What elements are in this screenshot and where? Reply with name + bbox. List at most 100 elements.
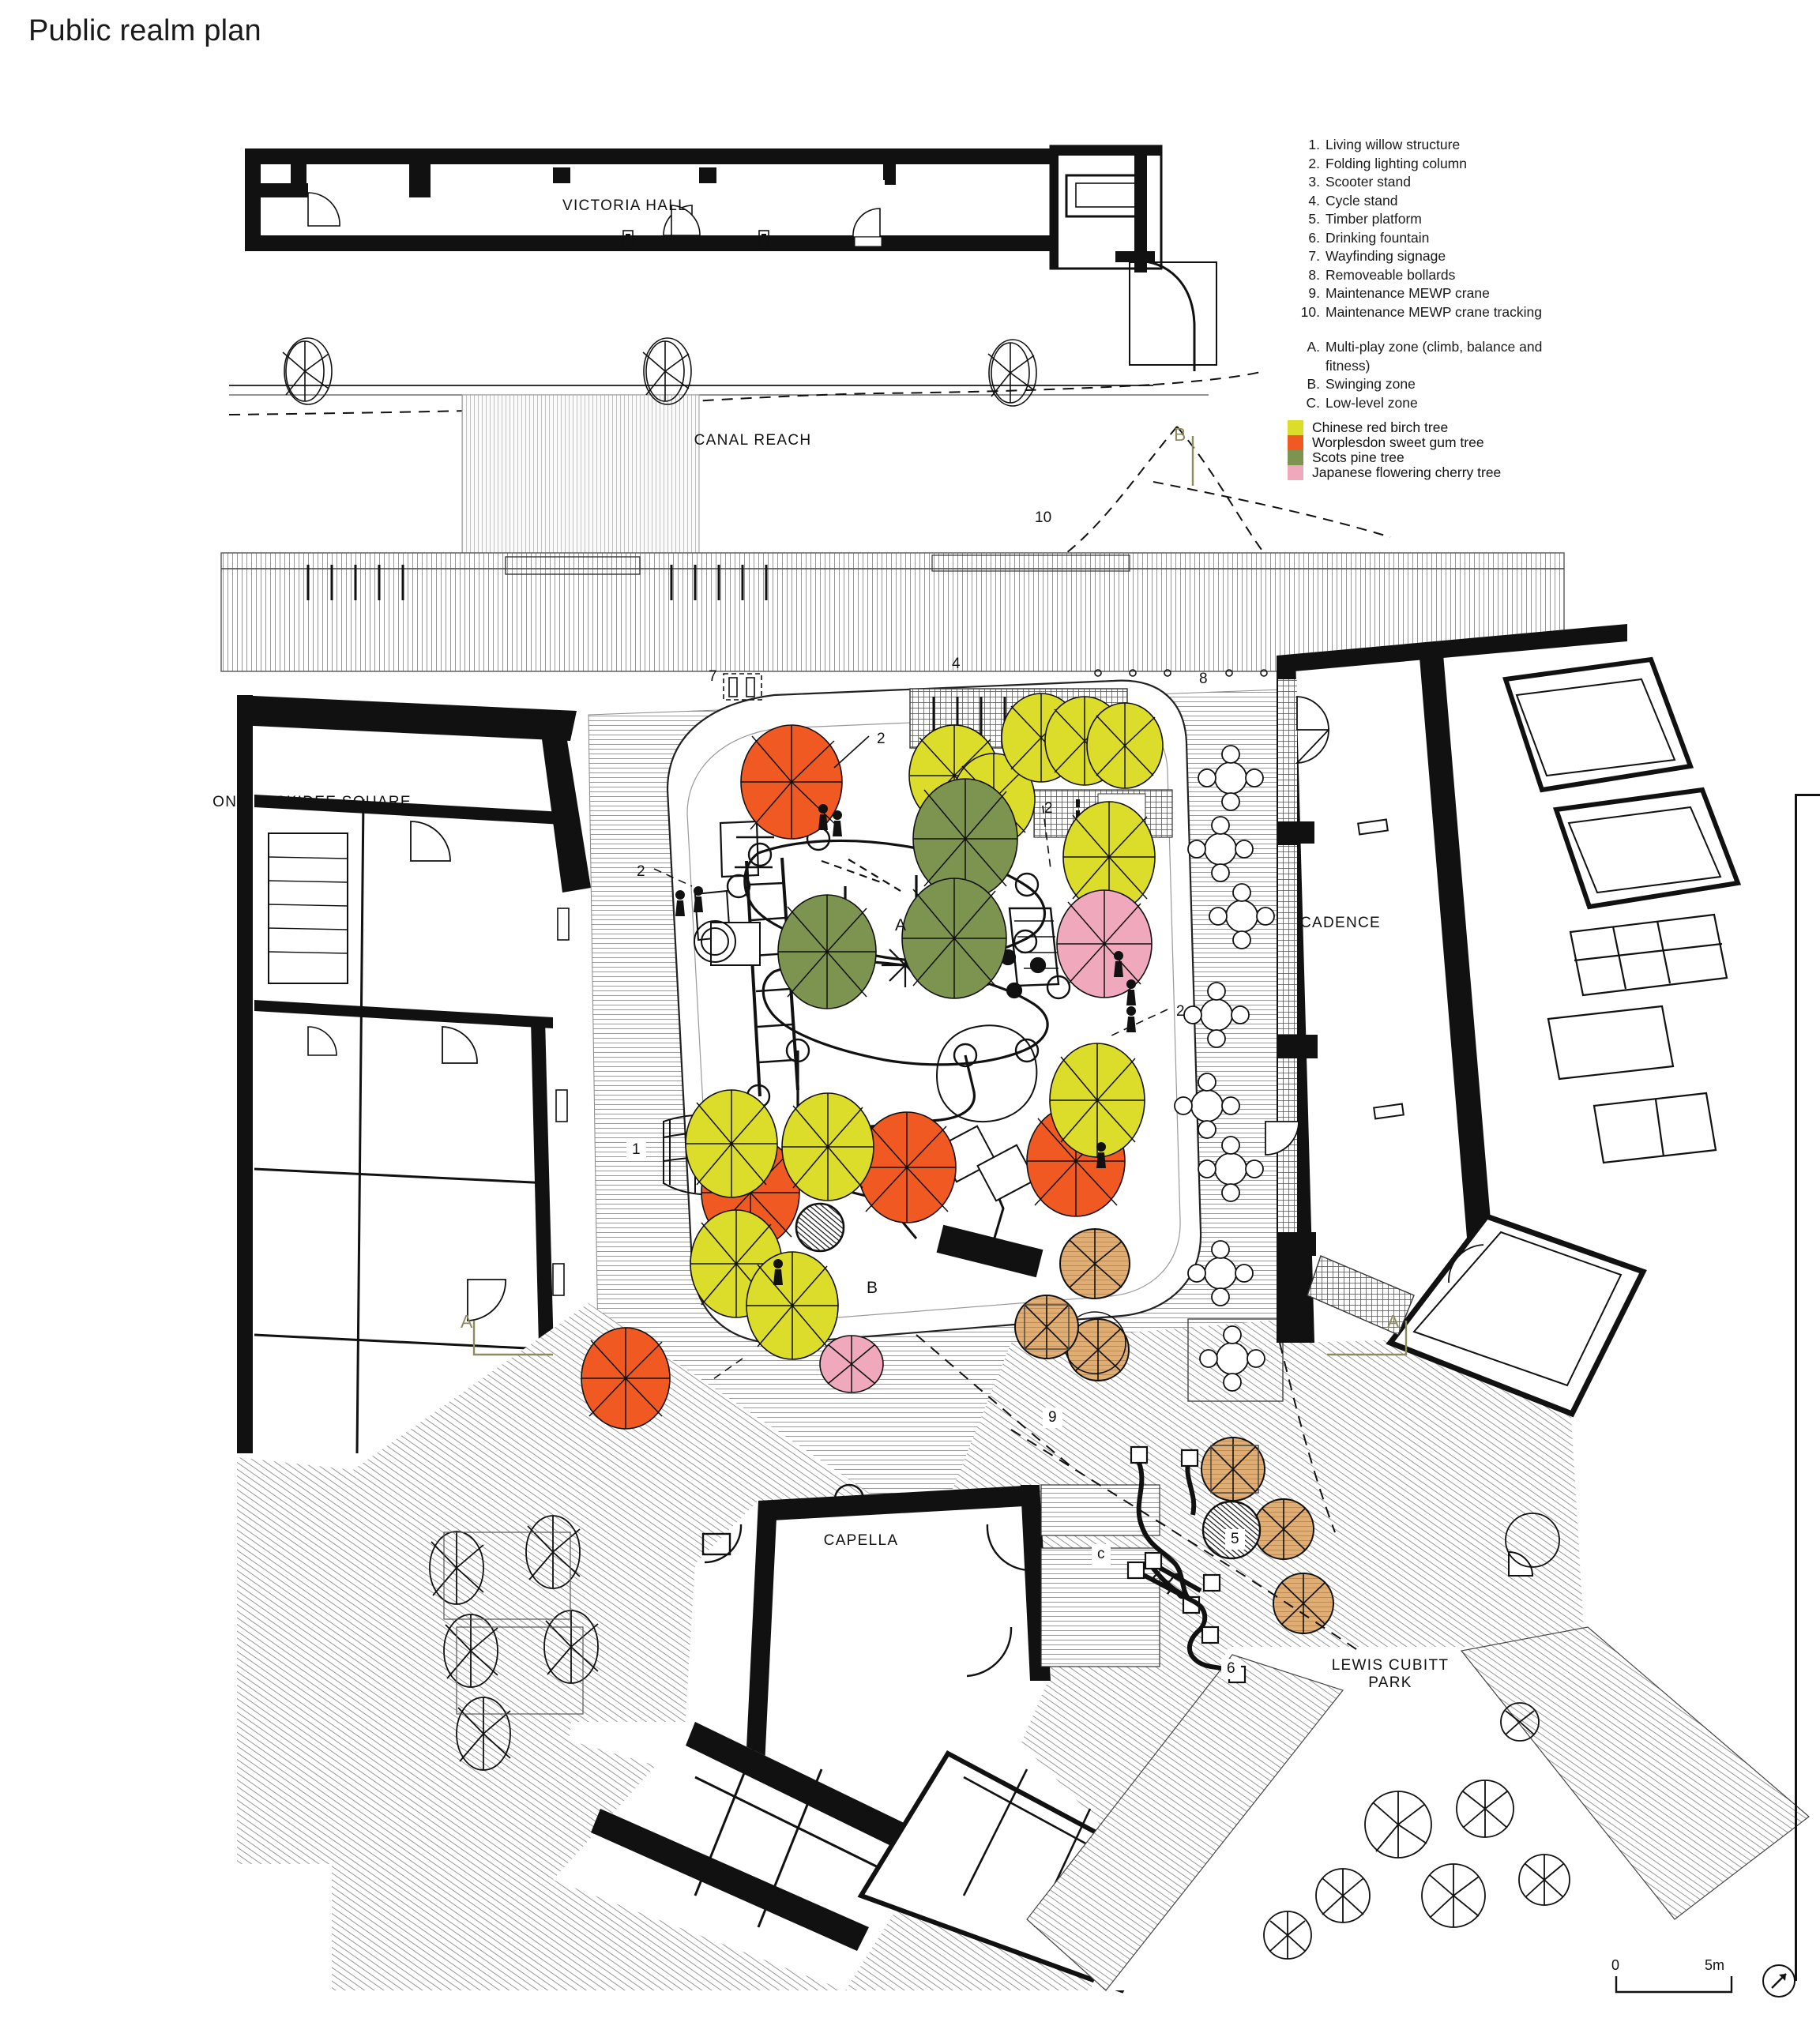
low-level-play-equipment — [1126, 1551, 1247, 1684]
lighting-column-leaders — [653, 735, 1168, 1381]
legend-tree-item: Scots pine tree — [1288, 449, 1501, 465]
legend-item-number: 9. — [1308, 285, 1320, 302]
capella-block — [553, 1483, 1189, 1994]
west-existing-trees — [429, 1513, 1560, 1771]
legend-tree-label: Worplesdon sweet gum tree — [1312, 434, 1484, 450]
scale-bar: 0 5m — [1611, 1957, 1754, 1994]
plan-label-capella: CAPELLA — [823, 1532, 899, 1549]
legend-item-label: Cycle stand — [1326, 192, 1398, 209]
plan-callout-10: 10 — [1035, 509, 1052, 526]
existing-brown-trees — [1014, 1228, 1334, 1634]
legend-zone-item: A. Multi-play zone (climb, balance and f… — [1293, 338, 1562, 375]
victoria-hall-block — [245, 145, 1217, 371]
legend-zone-items: A. Multi-play zone (climb, balance and f… — [1293, 338, 1562, 412]
tree-colour-swatch — [1288, 465, 1303, 480]
plan-zone-b: B — [867, 1279, 878, 1297]
legend-item-label: Living willow structure — [1326, 137, 1461, 152]
proposed-tree-canopies — [581, 693, 1164, 1430]
legend-zone-label: Low-level zone — [1326, 394, 1418, 411]
plan-section-a-left: A — [461, 1311, 473, 1332]
legend-tree-item: Japanese flowering cherry tree — [1288, 464, 1502, 480]
tree-colour-swatch — [1288, 450, 1303, 465]
plan-label-one-keskidee-square: ONE KESKIDEE SQUARE — [212, 794, 412, 810]
plan-label-victoria-hall: VICTORIA HALL — [562, 197, 688, 214]
legend-zone-item: B. Swinging zone — [1293, 375, 1562, 394]
legend-item: 7. Wayfinding signage — [1293, 247, 1562, 266]
legend-zone-letter: B. — [1307, 376, 1320, 393]
scale-bar-graphic — [1615, 1976, 1733, 1994]
plan-label-canal-reach: CANAL REACH — [694, 432, 812, 449]
people-figures — [675, 804, 1136, 1285]
plan-callout-4: 4 — [952, 656, 961, 672]
legend-item-number: 2. — [1308, 155, 1320, 171]
tree-colour-swatch — [1288, 420, 1303, 435]
legend-item-label: Folding lighting column — [1326, 155, 1467, 171]
tree-colour-swatch — [1288, 435, 1303, 450]
canal-reach-area — [228, 337, 1391, 664]
plan-zone-a: A — [895, 916, 907, 934]
legend-zone-item: C. Low-level zone — [1293, 394, 1562, 413]
legend-tree-label: Chinese red birch tree — [1312, 419, 1449, 435]
legend-item: 8. Removeable bollards — [1293, 266, 1562, 285]
legend-numbered-items: 1. Living willow structure 2. Folding li… — [1293, 136, 1562, 321]
plan-callout-2c: 2 — [637, 863, 645, 880]
plan-callout-1: 1 — [626, 1140, 646, 1160]
legend-item: 4. Cycle stand — [1293, 192, 1562, 211]
legend-zone-letter: C. — [1306, 394, 1321, 411]
section-lines — [472, 436, 1408, 1356]
plan-section-b-top: B — [1174, 424, 1186, 445]
legend-tree-item: Worplesdon sweet gum tree — [1288, 434, 1501, 450]
legend-item: 3. Scooter stand — [1293, 173, 1562, 192]
plan-callout-c: c — [1092, 1544, 1111, 1565]
legend-item-label: Scooter stand — [1326, 174, 1411, 190]
drawing-frame-corner — [1795, 794, 1820, 1981]
legend-item: 10. Maintenance MEWP crane tracking — [1293, 303, 1562, 322]
legend-item: 2. Folding lighting column — [1293, 155, 1562, 174]
legend-tree-item: Chinese red birch tree — [1288, 419, 1501, 435]
legend-item-number: 1. — [1308, 137, 1320, 152]
legend-item-label: Maintenance MEWP crane tracking — [1326, 303, 1542, 320]
plan-callout-6: 6 — [1221, 1659, 1241, 1679]
legend-item-number: 4. — [1308, 192, 1320, 209]
plan-callout-7: 7 — [709, 668, 717, 685]
plan-label-cadence: CADENCE — [1299, 915, 1381, 931]
cafe-furniture — [1174, 745, 1284, 1402]
legend-zone-letter: A. — [1307, 339, 1320, 355]
page-title: Public realm plan — [28, 14, 261, 47]
legend-zone-label: Multi-play zone (climb, balance and fitn… — [1326, 339, 1543, 374]
legend-tree-species: Chinese red birch tree Worplesdon sweet … — [1288, 419, 1502, 480]
legend-item-label: Maintenance MEWP crane — [1326, 285, 1490, 302]
legend-tree-label: Japanese flowering cherry tree — [1312, 464, 1502, 480]
one-keskidee-square-block — [237, 695, 591, 1477]
legend-item-number: 3. — [1308, 174, 1320, 190]
plan-callout-8: 8 — [1199, 671, 1208, 687]
legend-item: 9. Maintenance MEWP crane — [1293, 284, 1562, 303]
plan-label-lewis-cubitt-park: LEWIS CUBITT PARK — [1331, 1657, 1450, 1691]
legend-item-label: Timber platform — [1326, 211, 1422, 227]
plan-callout-5: 5 — [1225, 1529, 1245, 1550]
legend-item-number: 6. — [1308, 229, 1320, 246]
mewp-tracking-lines — [916, 1334, 1359, 1652]
legend-item-label: Removeable bollards — [1326, 266, 1456, 283]
lewis-cubitt-park — [1026, 1550, 1810, 1991]
legend-item: 6. Drinking fountain — [1293, 229, 1562, 248]
plan-callout-2b: 2 — [1044, 800, 1053, 817]
scale-bar-zero-label: 0 — [1611, 1957, 1620, 1973]
legend-zone-label: Swinging zone — [1326, 376, 1416, 393]
legend-item-label: Drinking fountain — [1326, 229, 1430, 246]
plan-section-a-right: A — [1387, 1311, 1400, 1332]
scale-bar-max-label: 5m — [1705, 1957, 1725, 1973]
legend-item-number: 5. — [1308, 211, 1320, 227]
legend-item-number: 8. — [1308, 266, 1320, 283]
cadence-block — [1265, 624, 1762, 1418]
legend-item-number: 7. — [1308, 248, 1320, 265]
legend-item: 5. Timber platform — [1293, 210, 1562, 229]
legend-tree-label: Scots pine tree — [1312, 449, 1404, 465]
plan-callout-2d: 2 — [1176, 1003, 1185, 1020]
legend-item: 1. Living willow structure — [1293, 136, 1562, 155]
legend-item-label: Wayfinding signage — [1326, 248, 1446, 265]
plan-callout-2a: 2 — [877, 731, 886, 747]
north-arrow-icon — [1762, 1964, 1796, 1998]
